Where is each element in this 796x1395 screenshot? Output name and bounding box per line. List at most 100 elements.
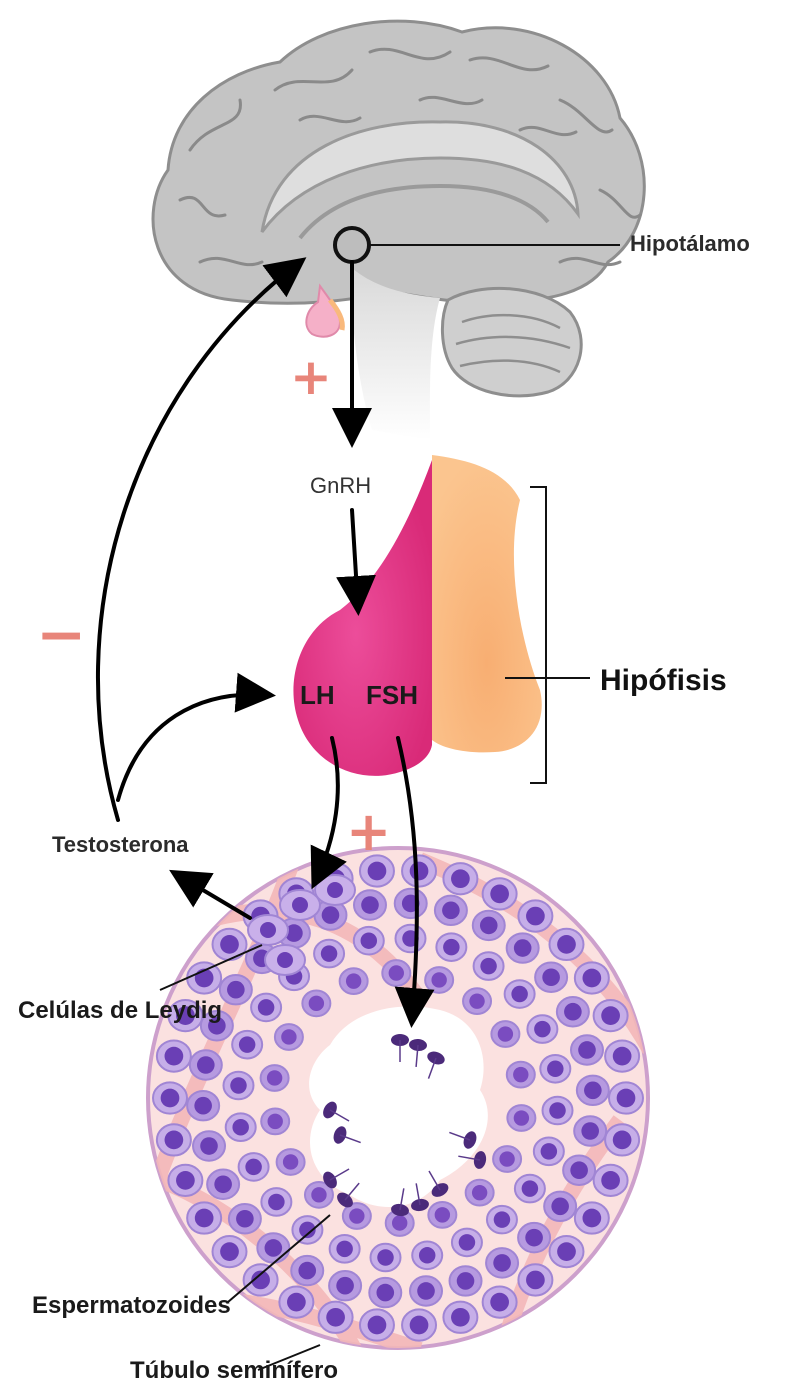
tubule-cell xyxy=(507,1062,535,1088)
leydig-label: Celúlas de Leydig xyxy=(18,997,222,1025)
tubule-cell xyxy=(261,1188,291,1216)
tubule-cell xyxy=(187,1091,219,1120)
tubule-cell xyxy=(302,990,330,1016)
tubule-cell xyxy=(515,1175,545,1203)
tubule-cell xyxy=(463,988,491,1014)
tubule-cell xyxy=(207,1170,239,1199)
pituitary-gland xyxy=(293,455,541,776)
tubule-cell xyxy=(544,1192,576,1221)
tubule-cell xyxy=(213,1236,247,1267)
tubule-cell xyxy=(535,963,567,992)
tubule-cell xyxy=(452,1229,482,1257)
tubule-cell xyxy=(563,1156,595,1185)
tubule-cell xyxy=(292,1216,322,1244)
tubule-cell xyxy=(395,889,427,918)
tubule-cell xyxy=(534,1138,564,1166)
pituitary-label: Hipófisis xyxy=(600,664,727,698)
tubule-cell xyxy=(239,1153,269,1181)
tubule-cell xyxy=(213,929,247,960)
tubule-cell xyxy=(571,1035,603,1064)
tubule-cell xyxy=(382,960,410,986)
tubule-cell xyxy=(193,1131,225,1160)
tubule-cell xyxy=(505,980,535,1008)
minus-sign-left: − xyxy=(36,600,86,670)
tubule-cell xyxy=(486,1248,518,1277)
tubule-cell xyxy=(329,1271,361,1300)
tubule-cell xyxy=(257,1233,289,1262)
testosterone-label: Testosterona xyxy=(52,832,189,858)
tubule-cell xyxy=(275,1024,303,1050)
tubule-cell xyxy=(450,1266,482,1295)
tubule-cell xyxy=(261,1065,289,1091)
tubule-cell xyxy=(402,855,436,886)
arrow-testosterone-feedback-pituitary xyxy=(118,694,268,800)
tubule-cell xyxy=(425,967,453,993)
tubule-cell xyxy=(395,925,425,953)
tubule-cell xyxy=(279,1286,313,1317)
tubule-cell xyxy=(436,933,466,961)
tubule-cell xyxy=(507,1105,535,1131)
tubule-cell xyxy=(187,1202,221,1233)
tubule-cell xyxy=(244,1264,278,1295)
tubule-cell xyxy=(574,1116,606,1145)
tubule-cell xyxy=(157,1124,191,1155)
tubule-cell xyxy=(609,1082,643,1113)
lh-label: LH xyxy=(300,680,335,711)
tubule-cell xyxy=(594,1165,628,1196)
plus-sign-top: + xyxy=(290,348,332,406)
tubule-cell xyxy=(330,1235,360,1263)
tubule-cell xyxy=(319,1302,353,1333)
hypothalamus-label: Hipotálamo xyxy=(630,231,750,257)
tubule-cell xyxy=(487,1206,517,1234)
plus-sign-bottom: + xyxy=(346,800,391,863)
pituitary-bracket xyxy=(530,487,546,783)
tubule-cell xyxy=(557,997,589,1026)
tubule-cell xyxy=(354,890,386,919)
arrow-testosterone-feedback-hypothalamus xyxy=(98,262,300,820)
tubule-cell xyxy=(360,1309,394,1340)
hypothalamus-marker xyxy=(335,228,369,262)
tubule-cell xyxy=(157,1040,191,1071)
tubule-cell xyxy=(549,1236,583,1267)
tubule-cell xyxy=(594,1000,628,1031)
tubule-cell xyxy=(435,896,467,925)
posterior-pituitary xyxy=(432,455,542,752)
tubule-cell xyxy=(518,1264,552,1295)
seminiferous-tubule xyxy=(140,840,650,1360)
tubule-cell xyxy=(543,1097,573,1125)
tubule-cell xyxy=(491,1021,519,1047)
tubule-cell xyxy=(410,1276,442,1305)
tubule-cell xyxy=(575,1202,609,1233)
leydig-cell xyxy=(315,875,355,905)
tubule-cell xyxy=(340,968,368,994)
tubule-cell xyxy=(493,1146,521,1172)
tubule-cell xyxy=(575,962,609,993)
arrow-gnrh-to-pituitary xyxy=(352,510,358,608)
tubule-cell xyxy=(474,952,504,980)
gnrh-label: GnRH xyxy=(310,473,371,499)
tubule-cell xyxy=(153,1082,187,1113)
tubule-cell xyxy=(540,1055,570,1083)
tubule-cell xyxy=(223,1072,253,1100)
tubule-cell xyxy=(261,1108,289,1134)
tubule-cell xyxy=(369,1278,401,1307)
tubule-cell xyxy=(402,1309,436,1340)
tubule-cell xyxy=(483,878,517,909)
tubule-cell xyxy=(518,1223,550,1252)
tubule-cell xyxy=(371,1244,401,1272)
tubule-cell xyxy=(483,1286,517,1317)
tubule-cell xyxy=(187,962,221,993)
tubule-cell xyxy=(466,1180,494,1206)
sperm-label: Espermatozoides xyxy=(32,1292,231,1320)
tubule-cell xyxy=(412,1242,442,1270)
tubule-cell xyxy=(190,1050,222,1079)
leydig-cell xyxy=(265,945,305,975)
tubule-cell xyxy=(354,927,384,955)
tubule-cell xyxy=(226,1113,256,1141)
brain xyxy=(153,21,644,440)
tubule-label: Túbulo seminífero xyxy=(130,1357,338,1385)
tubule-cell xyxy=(220,975,252,1004)
tubule-cell xyxy=(277,1149,305,1175)
tubule-cell xyxy=(232,1031,262,1059)
fsh-label: FSH xyxy=(366,680,418,711)
